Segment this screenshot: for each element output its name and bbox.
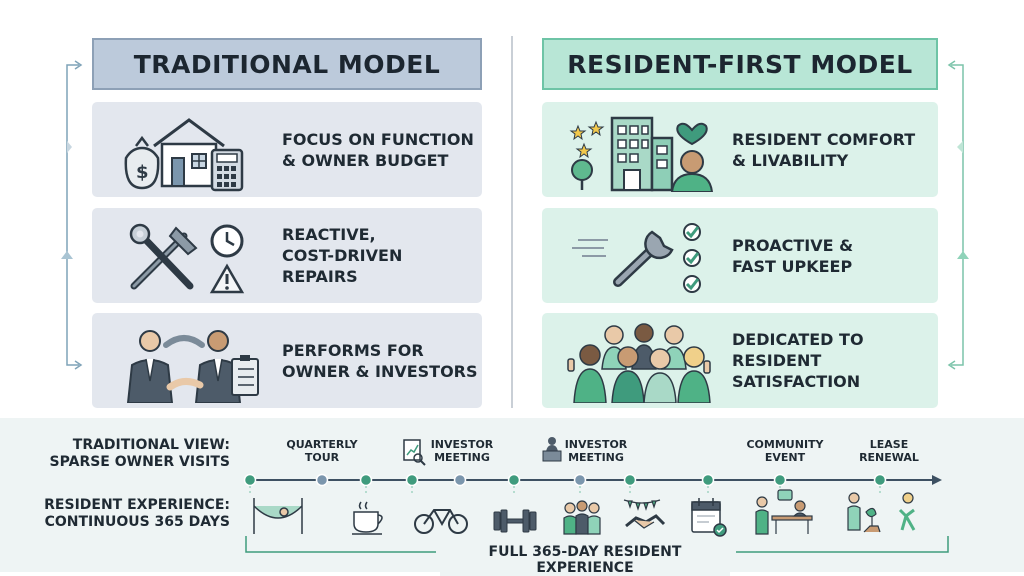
hammock-icon bbox=[253, 498, 303, 534]
happy-residents-icon bbox=[567, 323, 711, 403]
event-investor-meeting-2: INVESTOR MEETING bbox=[564, 438, 628, 464]
building-resident-icon bbox=[569, 116, 714, 192]
resident-experience-label: RESIDENT EXPERIENCE: CONTINUOUS 365 DAYS bbox=[44, 497, 230, 530]
resident-card-text: PROACTIVE & FAST UPKEEP bbox=[732, 235, 854, 276]
right-cycle-arrow bbox=[947, 60, 969, 370]
traditional-view-label: TRADITIONAL VIEW: SPARSE OWNER VISITS bbox=[49, 437, 230, 470]
coffee-cup-icon bbox=[352, 501, 383, 535]
dumbbell-icon bbox=[493, 509, 537, 533]
bicycle-icon bbox=[414, 509, 468, 534]
handshake-bunting-icon bbox=[623, 499, 666, 529]
traditional-card-text: FOCUS ON FUNCTION & OWNER BUDGET bbox=[282, 129, 474, 170]
event-quarterly-tour: QUARTERLY TOUR bbox=[286, 438, 358, 464]
full-365-day-footer: FULL 365-DAY RESIDENT EXPERIENCE bbox=[440, 544, 730, 576]
resident-card-comfort: RESIDENT COMFORT & LIVABILITY bbox=[542, 102, 938, 197]
event-lease-renewal: LEASE RENEWAL bbox=[859, 438, 919, 464]
svg-text:$: $ bbox=[136, 162, 149, 183]
column-divider bbox=[511, 36, 513, 408]
handshake-businessmen-icon bbox=[126, 330, 259, 403]
wrench-checks-icon bbox=[572, 223, 701, 293]
event-community-event: COMMUNITY EVENT bbox=[746, 438, 824, 464]
community-gathering-icon bbox=[755, 489, 813, 535]
traditional-card-text: REACTIVE, COST-DRIVEN REPAIRS bbox=[282, 225, 403, 286]
traditional-card-text: PERFORMS FOR OWNER & INVESTORS bbox=[282, 340, 478, 381]
resident-card-upkeep: PROACTIVE & FAST UPKEEP bbox=[542, 208, 938, 303]
speaker-podium-icon bbox=[542, 437, 562, 462]
calendar-check-icon bbox=[691, 498, 727, 537]
traditional-card-repairs: REACTIVE, COST-DRIVEN REPAIRS bbox=[92, 208, 482, 303]
neighbors-icon bbox=[563, 500, 601, 535]
traditional-card-investors: PERFORMS FOR OWNER & INVESTORS bbox=[92, 313, 482, 408]
resident-card-satisfaction: DEDICATED TO RESIDENT SATISFACTION bbox=[542, 313, 938, 408]
left-cycle-arrow bbox=[61, 60, 83, 370]
house-money-icon: $ bbox=[124, 118, 244, 192]
investor-chart-icon bbox=[403, 439, 426, 466]
event-investor-meeting-1: INVESTOR MEETING bbox=[430, 438, 494, 464]
resident-first-model-header: RESIDENT-FIRST MODEL bbox=[542, 38, 938, 90]
resident-card-text: RESIDENT COMFORT & LIVABILITY bbox=[732, 129, 916, 170]
traditional-model-header: TRADITIONAL MODEL bbox=[92, 38, 482, 90]
timeline-graphic bbox=[243, 437, 949, 553]
tools-clock-warning-icon bbox=[129, 223, 245, 294]
resident-card-text: DEDICATED TO RESIDENT SATISFACTION bbox=[732, 330, 864, 391]
traditional-card-function: $ FOCUS ON FUNCTION & OWNER BUDGET bbox=[92, 102, 482, 197]
neighbors-with-dog-icon bbox=[847, 492, 916, 533]
